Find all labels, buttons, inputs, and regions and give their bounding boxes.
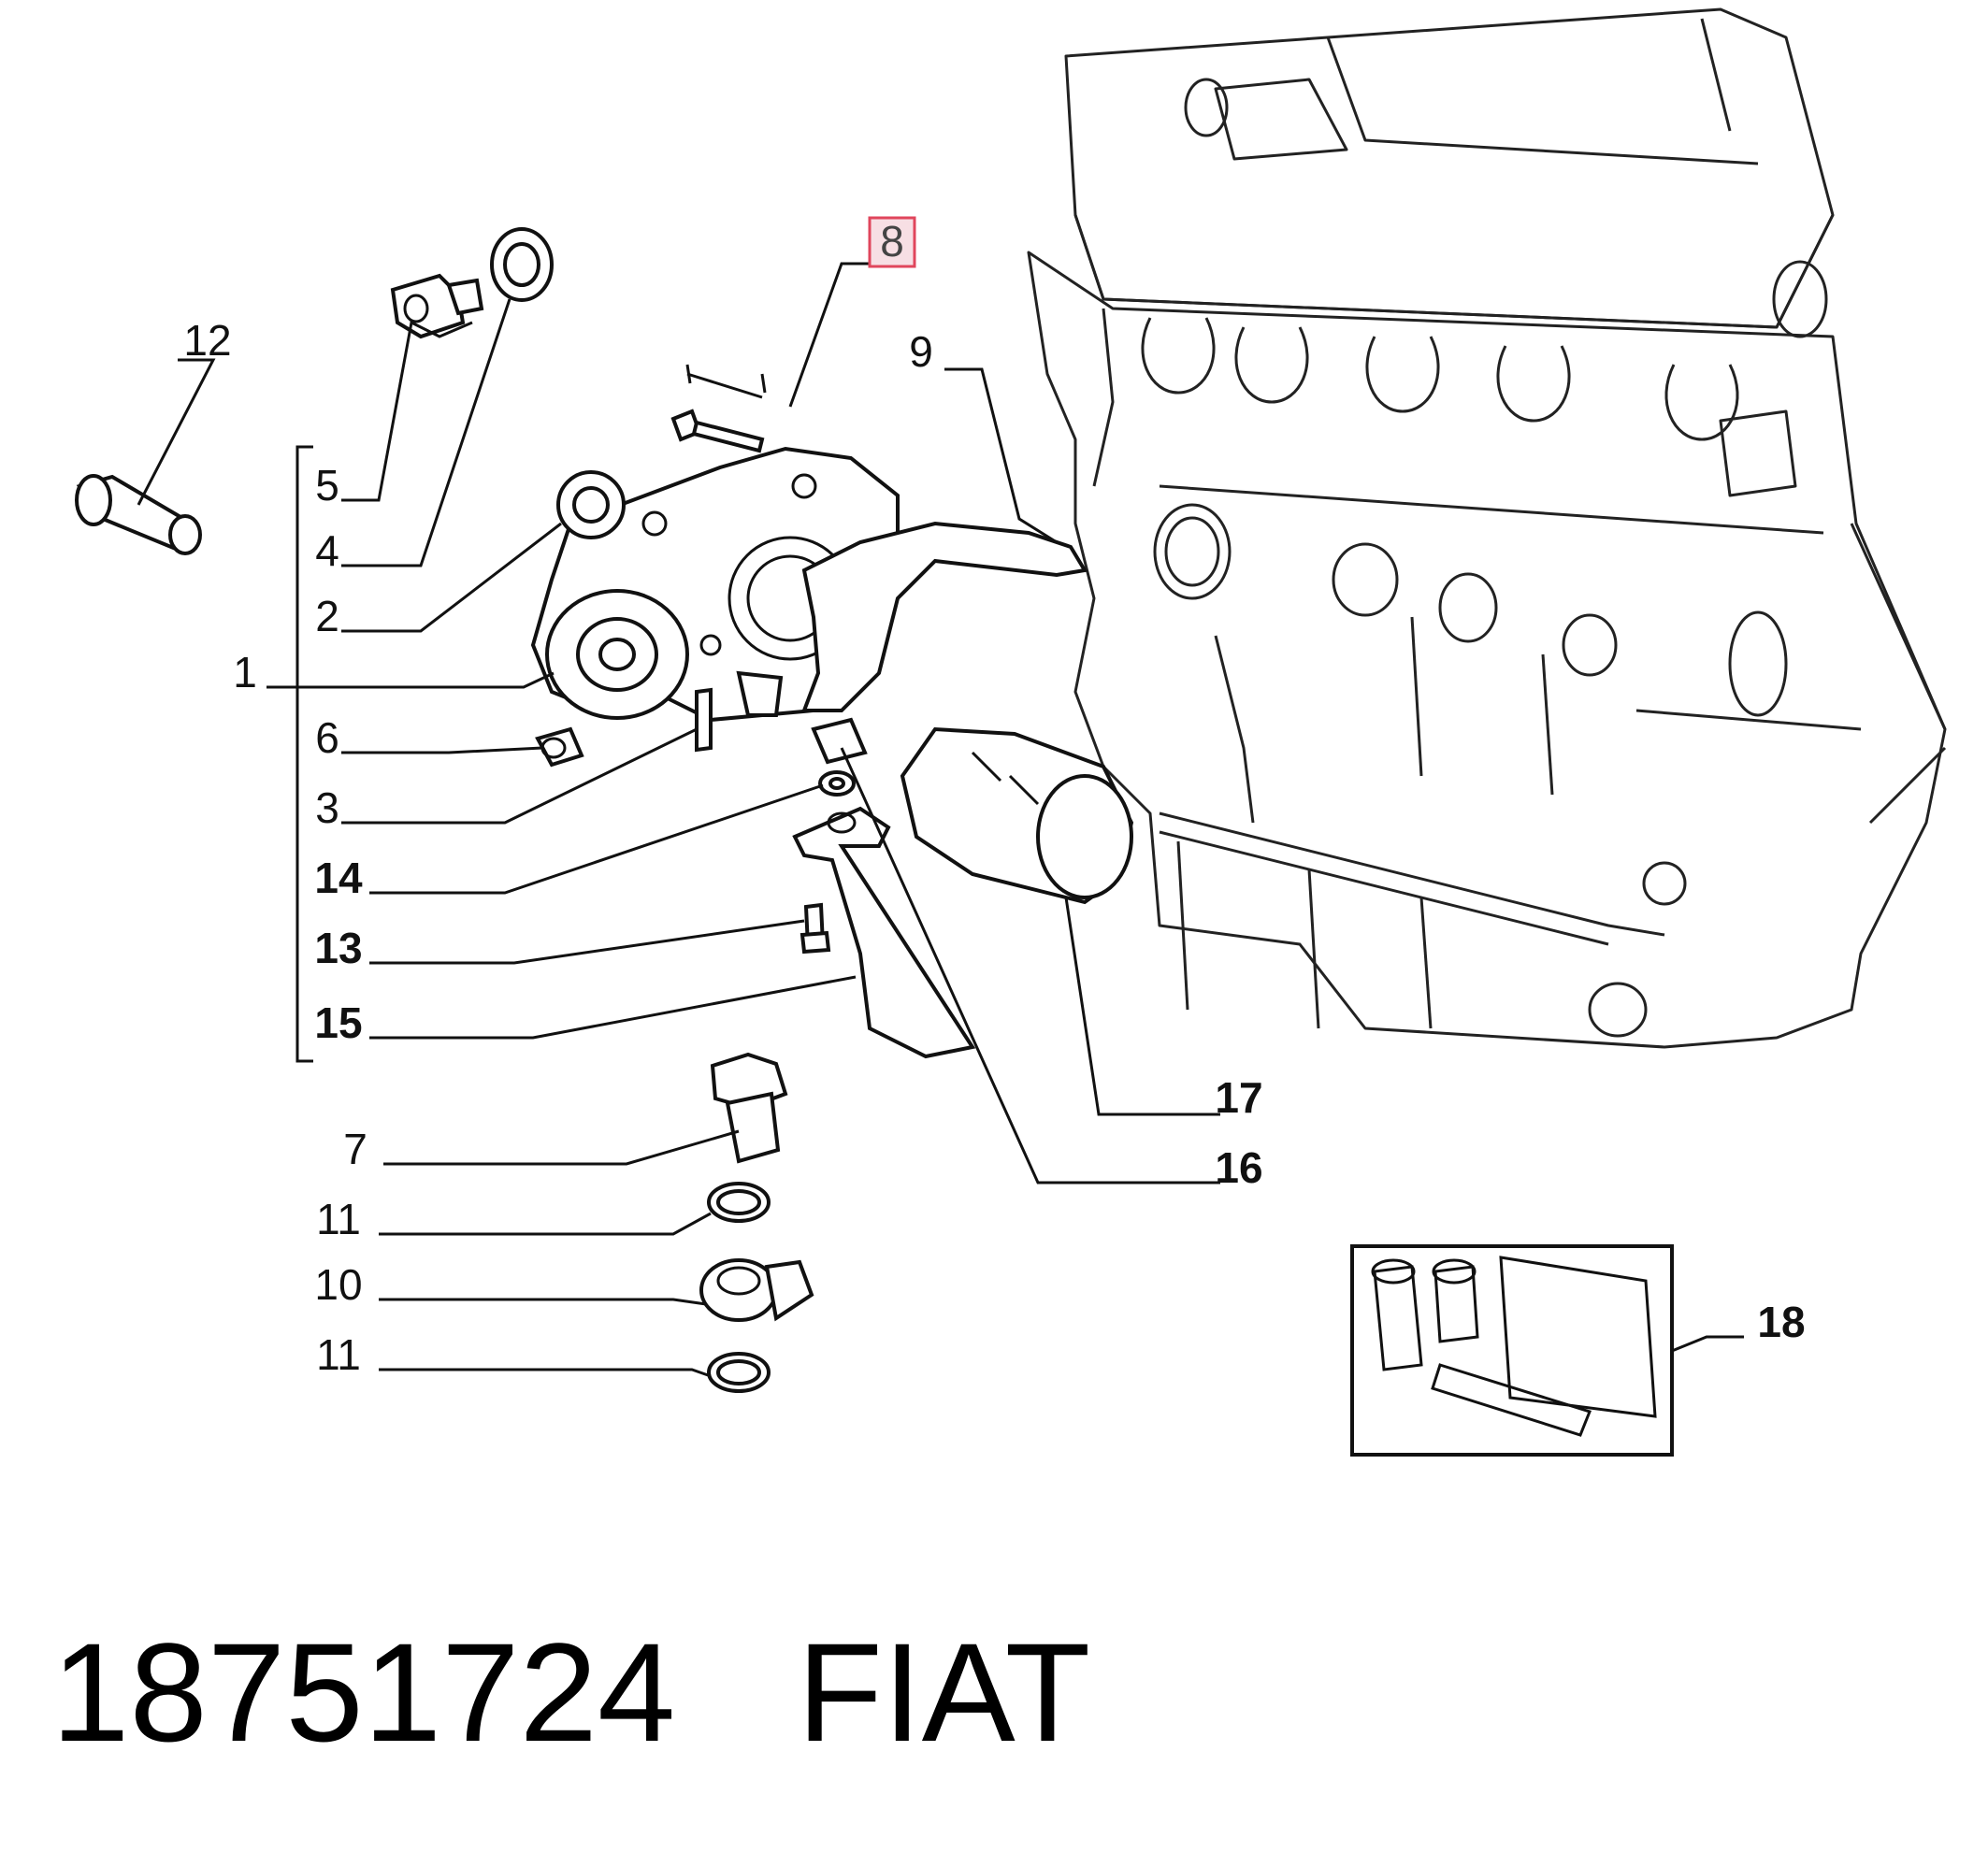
oil-pressure-sensor [75, 474, 202, 555]
washer-11-upper [707, 1182, 771, 1223]
callout-9: 9 [909, 327, 933, 376]
callout-8[interactable]: 8 [880, 217, 904, 266]
callout-17: 17 [1215, 1073, 1262, 1122]
banjo-bolt-7 [710, 1052, 788, 1164]
callout-8-highlight-box [868, 216, 916, 268]
stud-3 [695, 687, 713, 753]
pump-gasket [801, 521, 1088, 712]
seal-2 [556, 470, 626, 539]
callout-18: 18 [1757, 1298, 1805, 1346]
bolt-8 [670, 409, 765, 453]
engine-block [1027, 7, 1947, 1049]
washer-14 [818, 770, 856, 797]
banjo-fitting-10 [699, 1258, 814, 1322]
pump-pulley [545, 589, 689, 720]
callout-6: 6 [315, 713, 339, 762]
plug-5 [390, 273, 484, 339]
callout-13: 13 [314, 924, 362, 972]
filter-kit-inset [1350, 1244, 1674, 1457]
brand-name: FIAT [797, 1614, 1091, 1771]
callout-16: 16 [1215, 1143, 1262, 1192]
callout-2: 2 [315, 592, 339, 640]
washer-11-lower [707, 1352, 771, 1393]
callout-4: 4 [315, 526, 339, 575]
callout-15: 15 [314, 998, 362, 1047]
callout-12: 12 [183, 316, 231, 365]
stud-16 [811, 717, 868, 765]
callout-10: 10 [314, 1260, 362, 1309]
callout-5: 5 [315, 461, 339, 510]
callout-7: 7 [343, 1125, 367, 1173]
bolt-13 [800, 902, 831, 955]
part-number: 18751724 [51, 1614, 676, 1771]
callout-3: 3 [315, 783, 339, 832]
oil-strainer-15 [792, 806, 976, 1059]
callouts: 12 5 4 2 1 6 3 14 13 15 7 11 10 11 8 9 1… [183, 216, 1806, 1379]
callout-1: 1 [233, 648, 257, 696]
oil-filter-17 [900, 726, 1134, 905]
plug-6 [535, 726, 584, 768]
assembly-bracket-1 [295, 445, 313, 1063]
leader-lines [137, 262, 1744, 1378]
callout-11-lower: 11 [316, 1330, 361, 1379]
seal-ring-4 [490, 227, 554, 302]
callout-11-upper: 11 [316, 1195, 361, 1243]
callout-14: 14 [314, 854, 363, 902]
